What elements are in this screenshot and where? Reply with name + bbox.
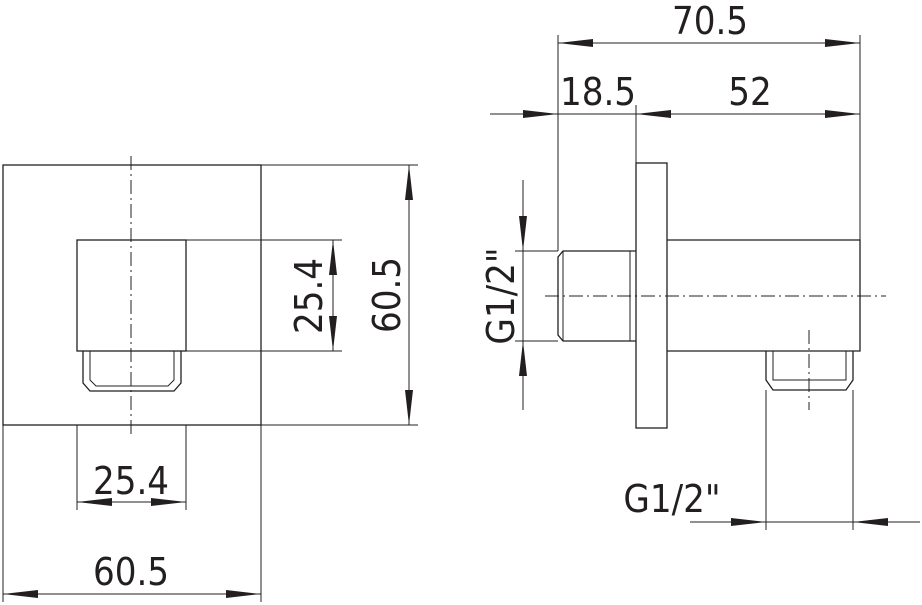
dim-front-height-label: 60.5 xyxy=(365,257,409,333)
dim-side-overall-label: 70.5 xyxy=(672,0,748,43)
front-outlet-nut-inner xyxy=(89,351,175,387)
dim-thread-inlet: G1/2" xyxy=(479,180,527,410)
dim-thread-outlet-label: G1/2" xyxy=(623,477,720,521)
dim-front-width: 60.5 xyxy=(3,550,261,598)
dim-side-split: 18.5 52 xyxy=(490,70,860,118)
side-view xyxy=(545,162,886,429)
dim-front-inner-width-label: 25.4 xyxy=(93,459,169,503)
dim-front-width-label: 60.5 xyxy=(93,550,169,594)
front-view xyxy=(2,156,262,436)
dim-front-inner-width: 25.4 xyxy=(77,459,186,506)
front-outlet-nut xyxy=(82,351,182,392)
dim-thread-outlet: G1/2" xyxy=(623,477,920,526)
dim-side-flange-label: 18.5 xyxy=(560,70,636,114)
side-extension-lines xyxy=(515,35,861,530)
dim-thread-inlet-label: G1/2" xyxy=(479,247,523,344)
front-extension-lines xyxy=(2,164,418,602)
dim-side-body-label: 52 xyxy=(728,70,772,114)
dim-side-overall: 70.5 xyxy=(558,0,860,47)
dim-front-inner-height: 25.4 xyxy=(287,240,337,351)
front-outer-plate xyxy=(2,164,262,426)
dim-front-inner-height-label: 25.4 xyxy=(287,258,331,334)
dim-front-height: 60.5 xyxy=(365,165,413,425)
